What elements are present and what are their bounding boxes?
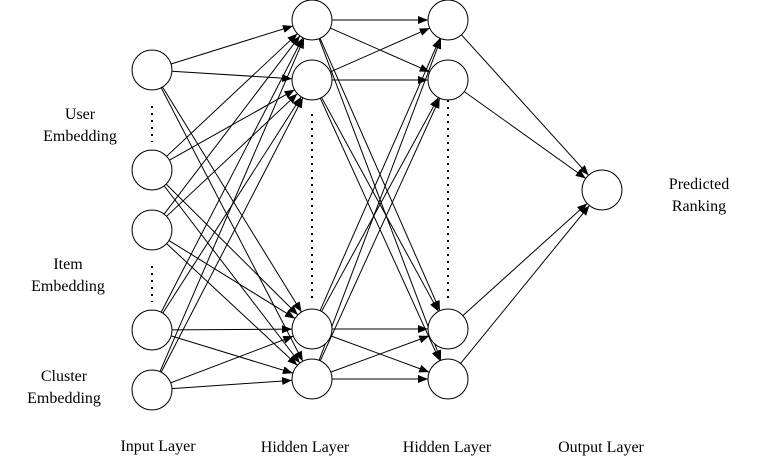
node-layer0-3: [131, 309, 173, 351]
node-layer2-2: [427, 308, 469, 350]
node-layer2-1: [427, 59, 469, 101]
edge-l2-n1-to-l3-n0: [463, 91, 587, 179]
edge-l1-n1-to-l2-n0: [330, 27, 430, 73]
node-layer0-1: [131, 149, 173, 191]
edge-l1-n2-to-l2-n0: [319, 38, 441, 311]
edge-l0-n1-to-l1-n0: [166, 33, 298, 157]
node-layer3-0: [581, 169, 623, 211]
edge-l1-n2-to-l2-n1: [321, 97, 439, 312]
node-layer0-0: [131, 49, 173, 91]
node-layer0-2: [131, 209, 173, 251]
hidden-layer-1-label: Hidden Layer: [260, 439, 350, 456]
node-layer1-0: [291, 0, 333, 41]
edge-l0-n0-to-l1-n3: [160, 87, 304, 362]
edge-l0-n4-to-l1-n0: [159, 38, 305, 372]
edge-l2-n0-to-l3-n0: [461, 34, 589, 176]
edge-l0-n4-to-l1-n2: [170, 335, 294, 384]
edge-l0-n3-to-l1-n3: [170, 335, 294, 375]
output-layer-label: Output Layer: [558, 439, 644, 456]
edge-l1-n3-to-l2-n2: [330, 335, 430, 373]
edge-l0-n2-to-l1-n1: [166, 93, 298, 217]
edge-l0-n2-to-l1-n0: [163, 35, 301, 215]
edge-l0-n0-to-l1-n0: [170, 25, 294, 65]
node-layer1-2: [291, 308, 333, 350]
edge-l0-n1-to-l1-n2: [165, 183, 299, 316]
node-layer2-0: [427, 0, 469, 41]
edge-l0-n2-to-l1-n2: [168, 240, 296, 319]
node-layer0-4: [131, 369, 173, 411]
edge-l0-n1-to-l1-n3: [163, 185, 301, 364]
node-layer1-1: [291, 59, 333, 101]
edge-l0-n0-to-l1-n1: [171, 70, 293, 83]
input-layer-label: Input Layer: [120, 438, 196, 455]
node-layer2-3: [427, 358, 469, 400]
edge-l1-n3-to-l2-n1: [319, 97, 441, 362]
edge-l0-n4-to-l1-n1: [160, 97, 304, 373]
edge-l2-n2-to-l3-n0: [462, 203, 588, 316]
edge-l2-n3-to-l3-n0: [460, 205, 590, 364]
edge-l1-n3-to-l2-n0: [318, 38, 442, 361]
hidden-layer-2-label: Hidden Layer: [402, 439, 492, 456]
edge-l0-n4-to-l1-n3: [171, 377, 293, 390]
edge-l0-n3-to-l1-n0: [160, 37, 304, 313]
edge-l0-n2-to-l1-n3: [166, 243, 298, 366]
edge-l0-n3-to-l1-n2: [171, 325, 293, 334]
edge-l0-n0-to-l1-n2: [162, 86, 302, 313]
node-layer1-3: [291, 358, 333, 400]
